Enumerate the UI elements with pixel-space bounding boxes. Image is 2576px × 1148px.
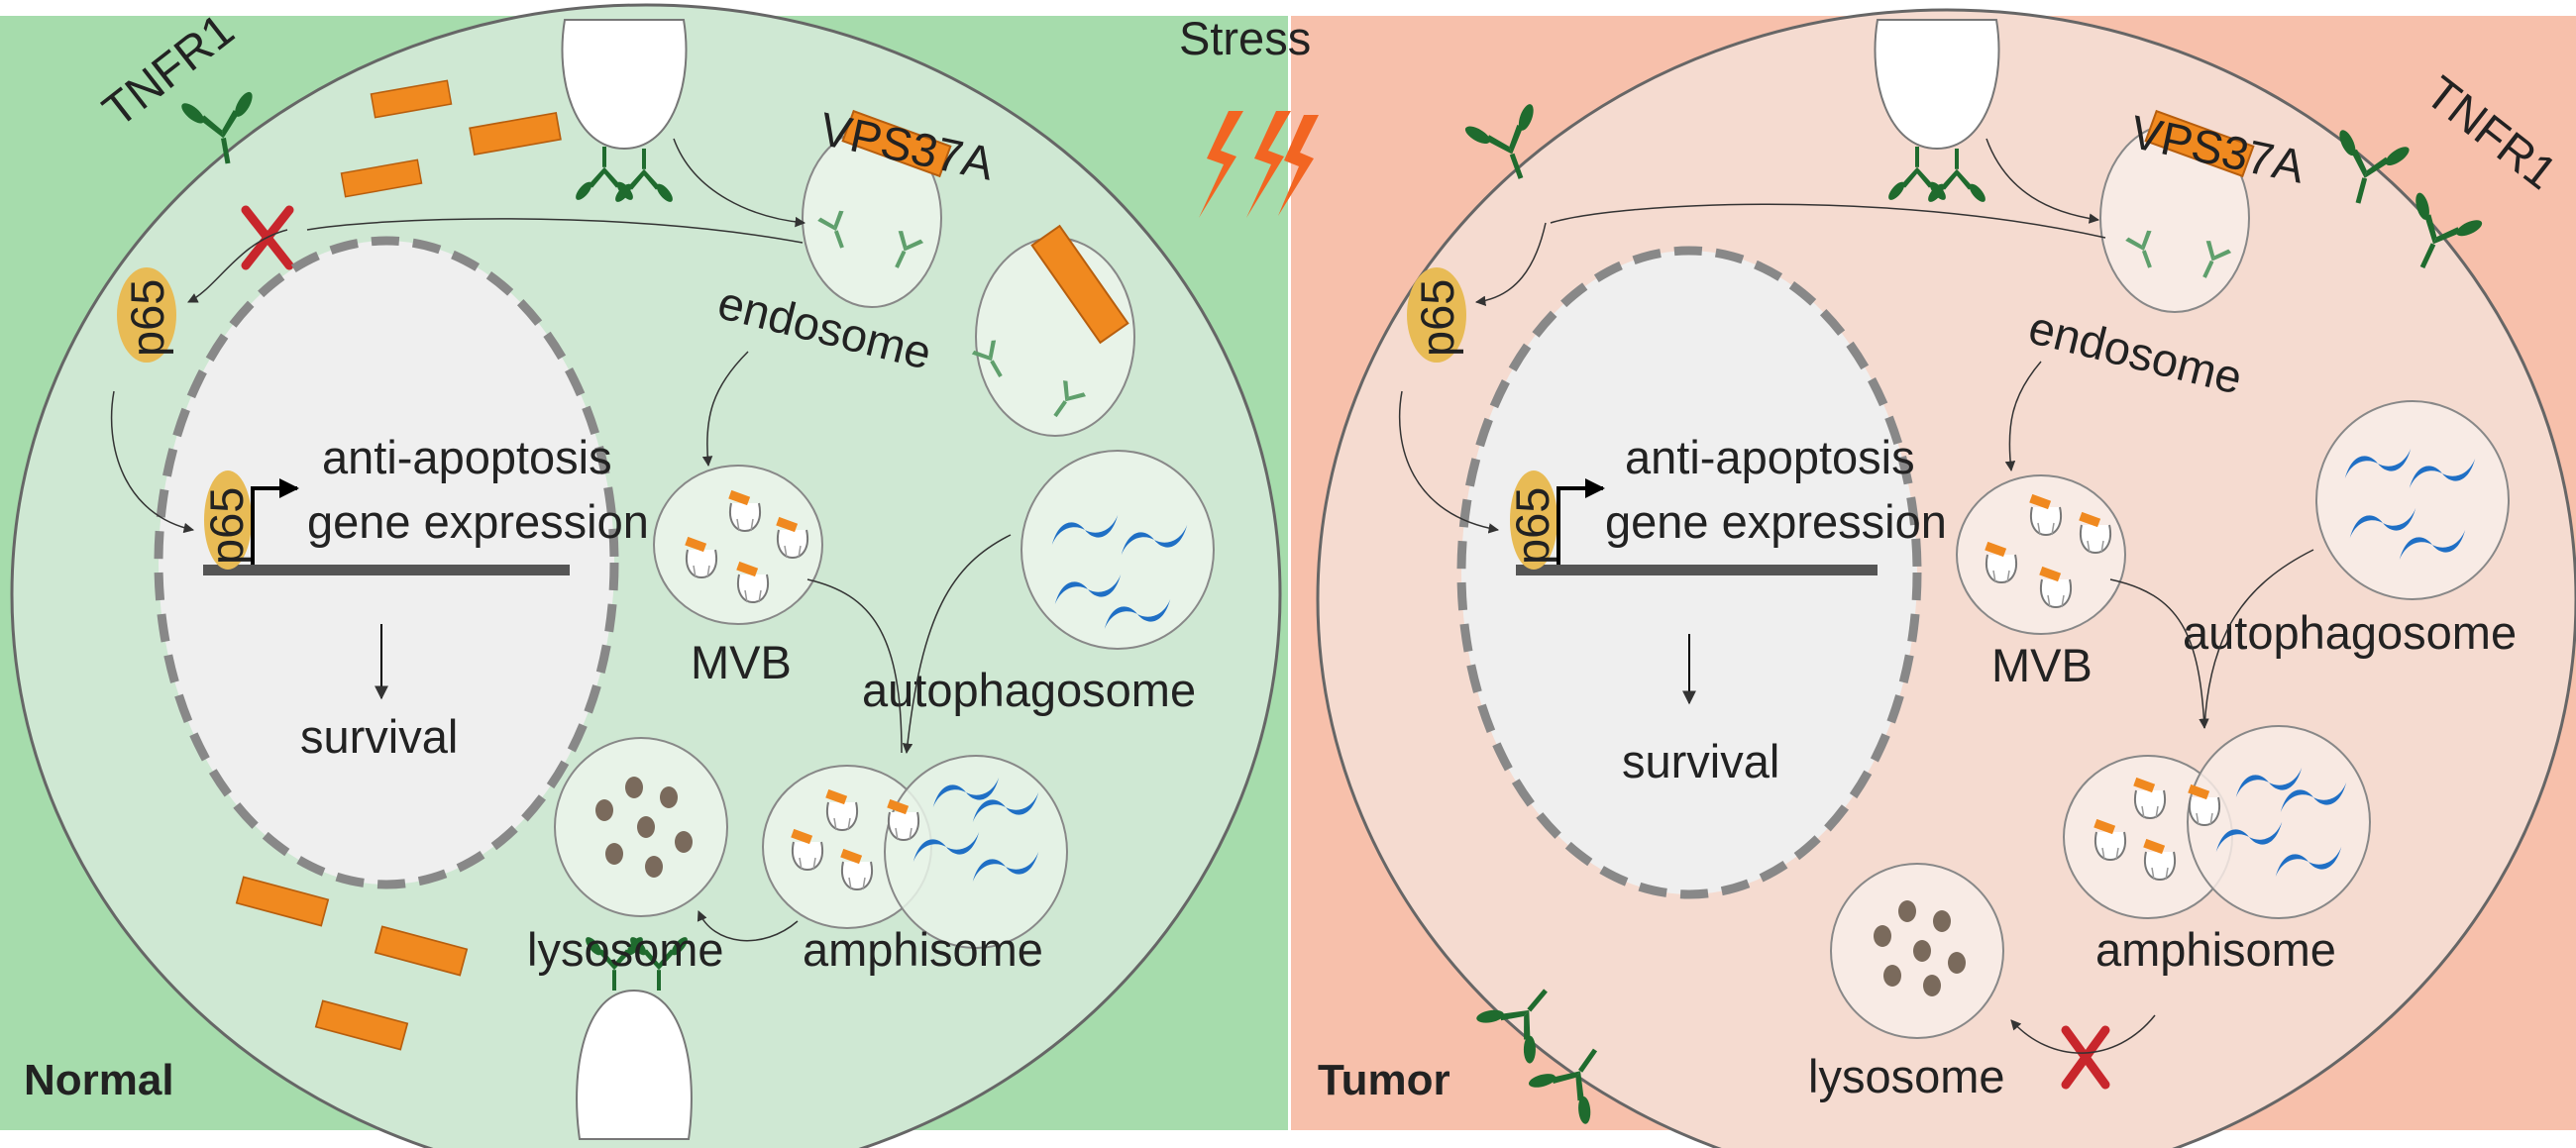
amphisome-label-tumor: amphisome <box>2095 923 2336 976</box>
normal-nucleus <box>154 236 619 889</box>
p65-cytoplasmic-label-tumor: p65 <box>1411 279 1463 357</box>
amphisome-label: amphisome <box>803 923 1043 976</box>
gene-text-line2-tumor: gene expression <box>1605 495 1947 548</box>
gene-text-line1: anti-apoptosis <box>322 431 612 483</box>
blocked-fusion-x-icon <box>2061 1025 2110 1090</box>
lysosome-label-tumor: lysosome <box>1808 1050 2005 1102</box>
survival-label-tumor: survival <box>1622 735 1779 787</box>
stress-bolt-icon <box>1199 111 1319 218</box>
autophagosome-icon-tumor <box>2315 400 2510 600</box>
endosome-secondary <box>968 224 1135 437</box>
autophagosome-label: autophagosome <box>862 664 1196 716</box>
autophagosome-label-tumor: autophagosome <box>2183 606 2517 659</box>
lysosome-icon <box>554 737 728 917</box>
p65-cytoplasmic-label: p65 <box>121 279 173 357</box>
normal-panel: TNFR1 p65 p65 anti-apoptosis gene expres… <box>0 3 1288 1148</box>
gene-text-line2: gene expression <box>307 495 649 548</box>
p65-cytoplasmic-icon-tumor <box>1407 267 1466 363</box>
tumor-panel: TNFR1 p65 p65 anti-apoptosis gene expres… <box>1291 8 2576 1148</box>
lysosome-label: lysosome <box>527 923 724 976</box>
autophagosome-icon <box>1020 450 1215 650</box>
p65-cytoplasmic-icon <box>117 267 176 363</box>
stress-label: Stress <box>1179 12 1311 64</box>
lysosome-icon-tumor <box>1830 863 2004 1039</box>
tumor-panel-title: Tumor <box>1318 1056 1450 1104</box>
survival-label: survival <box>300 710 458 763</box>
mvb-icon <box>653 465 823 625</box>
amphisome-icon <box>762 755 1068 949</box>
p65-nuclear-label: p65 <box>200 487 253 565</box>
gene-text-line1-tumor: anti-apoptosis <box>1625 431 1915 483</box>
p65-nuclear-label-tumor: p65 <box>1506 487 1558 565</box>
endosome-with-vps37a-tumor <box>2099 110 2255 313</box>
normal-panel-title: Normal <box>24 1056 174 1104</box>
mvb-icon-tumor <box>1956 474 2126 635</box>
mvb-label: MVB <box>691 636 792 688</box>
amphisome-icon-tumor <box>2063 725 2371 919</box>
mvb-label-tumor: MVB <box>1991 639 2093 691</box>
